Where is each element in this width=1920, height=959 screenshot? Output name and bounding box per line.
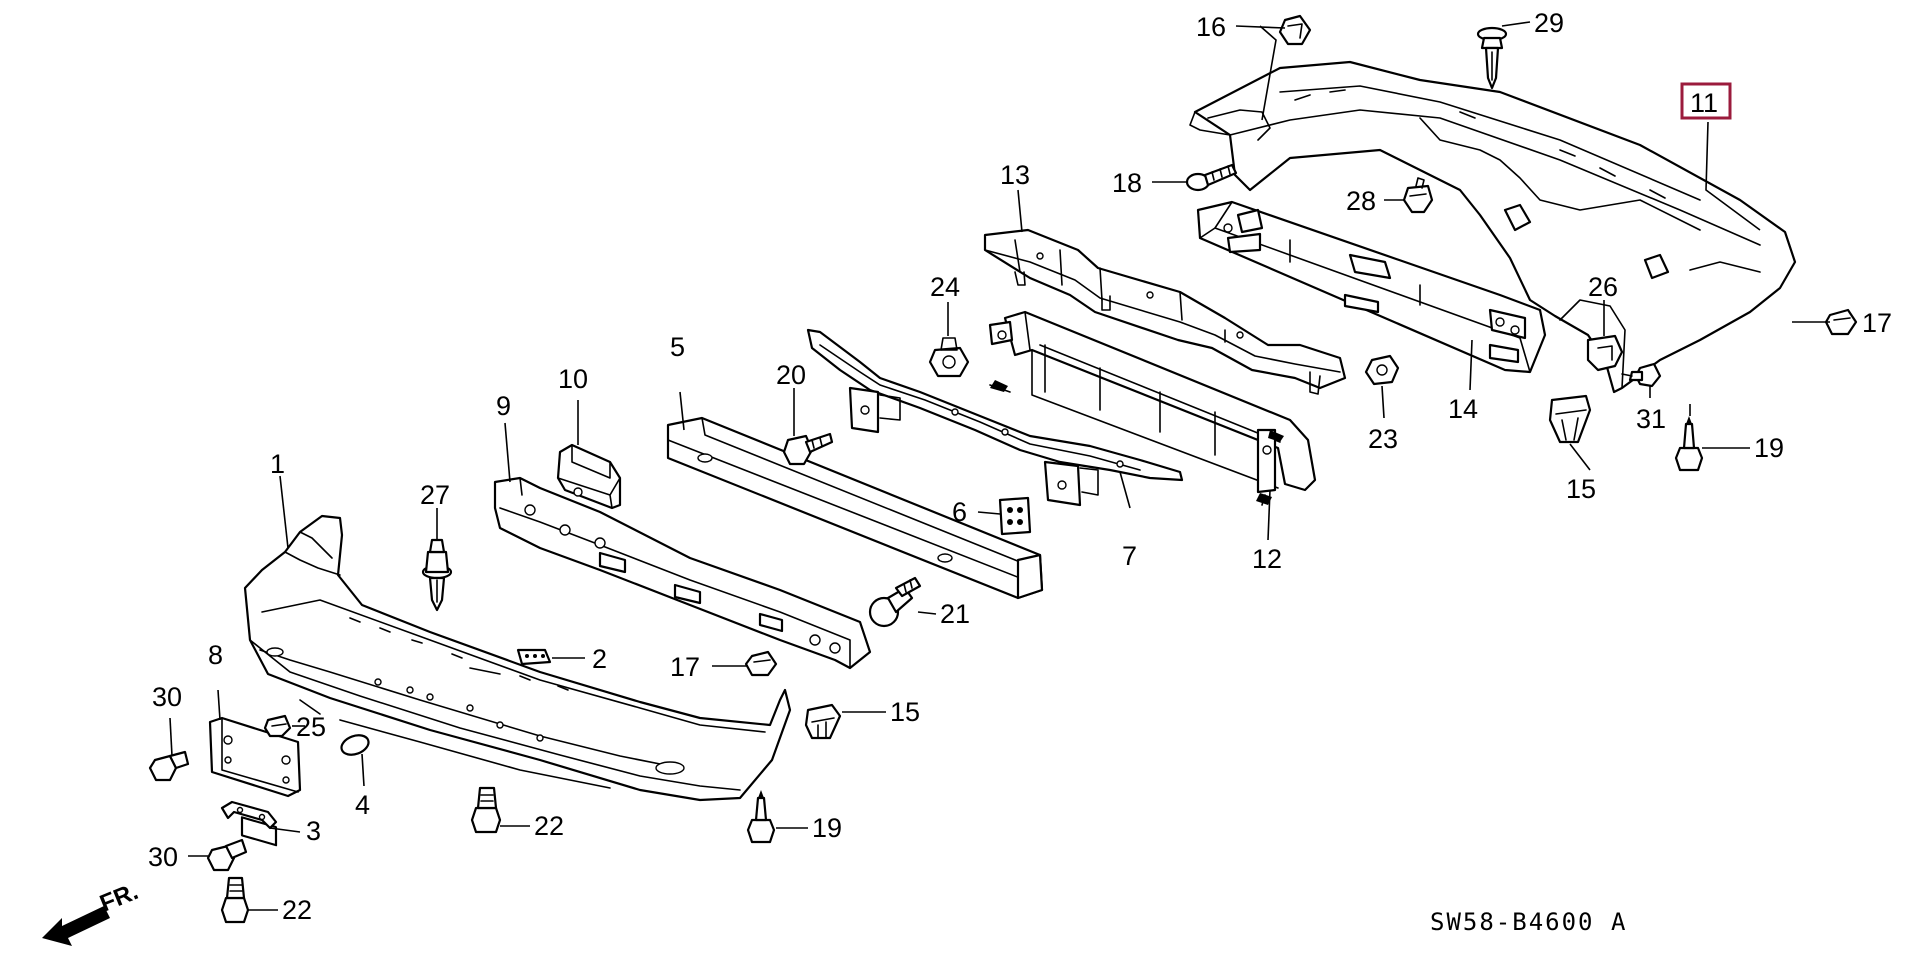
label-22-center: 22 — [534, 811, 564, 841]
part-17-nut-front[interactable] — [744, 650, 778, 677]
part-16-clip-nut[interactable] — [1278, 14, 1312, 46]
label-18: 18 — [1112, 168, 1142, 198]
part-31-screw[interactable] — [1621, 362, 1662, 388]
label-6: 6 — [952, 497, 967, 527]
part-19-screw-front[interactable] — [746, 790, 776, 844]
label-2: 2 — [592, 644, 607, 674]
label-4: 4 — [355, 790, 370, 820]
label-13: 13 — [1000, 160, 1030, 190]
part-15-clip-front[interactable] — [804, 703, 842, 740]
label-15-rear: 15 — [1566, 474, 1596, 504]
part-2-small-bracket[interactable] — [516, 648, 552, 666]
part-22-bolt-center[interactable] — [470, 786, 502, 834]
label-20: 20 — [776, 360, 806, 390]
label-5: 5 — [670, 332, 685, 362]
label-29: 29 — [1534, 8, 1564, 38]
label-17-front: 17 — [670, 652, 700, 682]
part-22-bolt-lower[interactable] — [220, 876, 250, 924]
label-7: 7 — [1122, 541, 1137, 571]
part-27-push-clip[interactable] — [421, 538, 453, 612]
front-direction-indicator: FR. — [42, 878, 142, 946]
label-14: 14 — [1448, 394, 1478, 424]
part-17-nut-rear[interactable] — [1824, 308, 1858, 336]
part-28-clip[interactable] — [1402, 177, 1434, 214]
label-26: 26 — [1588, 272, 1618, 302]
label-3: 3 — [306, 816, 321, 846]
label-21: 21 — [940, 599, 970, 629]
part-6-plate[interactable] — [998, 496, 1032, 536]
label-1: 1 — [270, 449, 285, 479]
label-22-lower: 22 — [282, 895, 312, 925]
part-25-clip[interactable] — [263, 714, 292, 738]
part-14-rear-beam[interactable] — [1196, 200, 1547, 374]
part-labels: 1 2 3 4 5 6 7 8 9 10 11 12 13 14 15 15 1… — [148, 8, 1892, 925]
label-28: 28 — [1346, 186, 1376, 216]
label-30-upper: 30 — [152, 682, 182, 712]
part-1-front-bumper[interactable] — [243, 514, 792, 802]
label-11: 11 — [1690, 88, 1718, 118]
part-30-bolt-lower[interactable] — [206, 838, 248, 872]
part-12-front-beam-frame[interactable] — [988, 310, 1317, 506]
part-29-push-rivet[interactable] — [1476, 26, 1508, 90]
label-24: 24 — [930, 272, 960, 302]
front-arrow-icon — [42, 906, 110, 946]
part-10-pad[interactable] — [556, 443, 622, 510]
part-26-clip[interactable] — [1586, 334, 1624, 372]
part-15-clip-rear[interactable] — [1548, 394, 1592, 444]
label-16: 16 — [1196, 12, 1226, 42]
part-8-license-plate-base[interactable] — [208, 716, 302, 847]
part-30-bolt-upper[interactable] — [148, 750, 190, 782]
part-5-absorber-bar[interactable] — [666, 416, 1044, 600]
label-30-lower: 30 — [148, 842, 178, 872]
part-19-screw-rear[interactable] — [1674, 416, 1704, 472]
label-27: 27 — [420, 480, 450, 510]
part-9-front-beam[interactable] — [493, 476, 872, 670]
diagram-code: SW58-B4600 A — [1430, 908, 1627, 936]
part-11-rear-bumper[interactable] — [1189, 60, 1797, 394]
label-9: 9 — [496, 391, 511, 421]
label-8: 8 — [208, 640, 223, 670]
label-10: 10 — [558, 364, 588, 394]
part-4-cap[interactable] — [339, 732, 371, 758]
part-18-rivet[interactable] — [1185, 163, 1238, 192]
part-7-front-rail[interactable] — [806, 328, 1184, 507]
label-19-rear: 19 — [1754, 433, 1784, 463]
label-23: 23 — [1368, 424, 1398, 454]
label-12: 12 — [1252, 544, 1282, 574]
part-20-bolt[interactable] — [782, 432, 834, 466]
label-17-rear: 17 — [1862, 308, 1892, 338]
part-24-nut[interactable] — [928, 337, 970, 378]
front-label: FR. — [96, 878, 142, 918]
label-19-front: 19 — [812, 813, 842, 843]
leader-lines — [169, 21, 1830, 911]
label-15-front: 15 — [890, 697, 920, 727]
label-11-box — [1680, 82, 1732, 120]
label-31: 31 — [1636, 404, 1666, 434]
part-21-bolt[interactable] — [868, 576, 922, 628]
part-23-nut[interactable] — [1364, 354, 1400, 386]
part-13-upper-rail[interactable] — [983, 228, 1347, 395]
label-25: 25 — [296, 712, 326, 742]
label-11-highlighted: 11 — [1680, 82, 1732, 120]
